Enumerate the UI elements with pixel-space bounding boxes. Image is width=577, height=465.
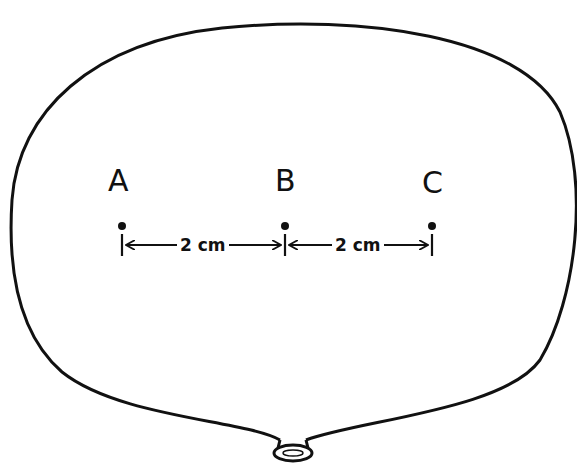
balloon-knot-hole [283, 450, 303, 456]
balloon-knot [274, 445, 312, 461]
point-dot [281, 222, 289, 230]
point-dot [428, 222, 436, 230]
point-dot [118, 222, 126, 230]
point-label: A [108, 166, 129, 196]
dimension-label: 2 cm [332, 237, 384, 254]
dimension-label: 2 cm [177, 237, 229, 254]
point-label: C [422, 168, 443, 198]
point-label: B [275, 166, 296, 196]
balloon-outline [11, 24, 576, 440]
dimension-tick [122, 234, 432, 256]
